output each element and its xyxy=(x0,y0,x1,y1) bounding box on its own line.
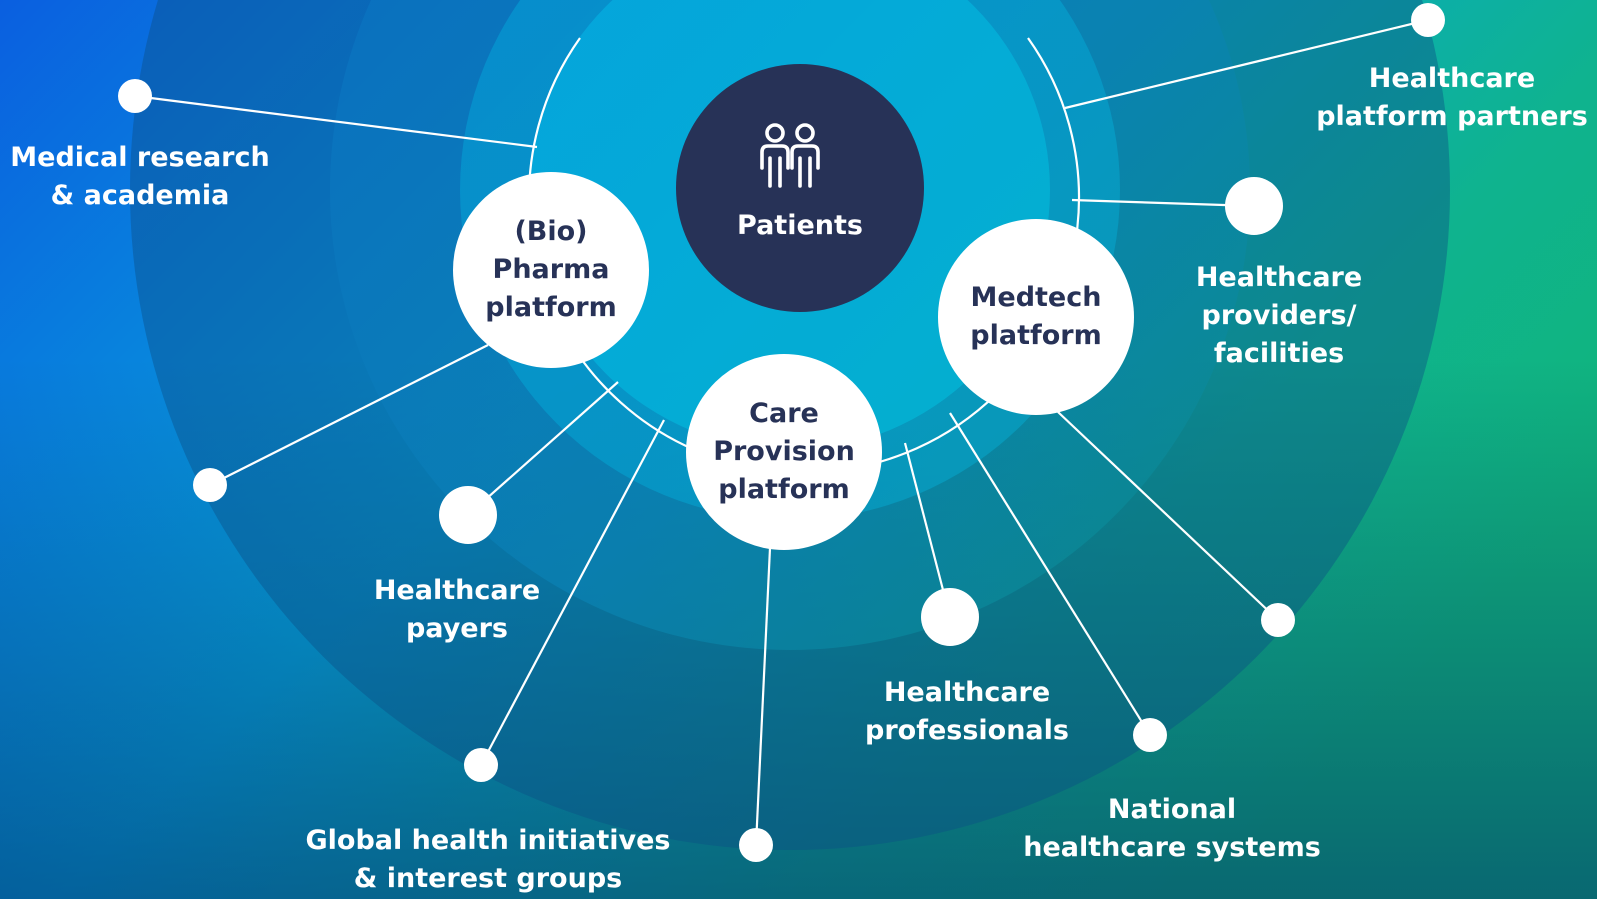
providers-line-1: Healthcare xyxy=(1195,262,1363,293)
dot-providers xyxy=(1225,177,1283,235)
providers-line-3: facilities xyxy=(1213,338,1345,369)
patients-label: Patients xyxy=(737,210,863,241)
global-health-line-1: Global health initiatives xyxy=(305,825,671,856)
medtech-platform-label: Medtech platform xyxy=(970,279,1101,355)
line-care-extra xyxy=(754,547,772,846)
national-systems-line-2: healthcare systems xyxy=(1023,832,1321,863)
medical-research-line-1: Medical research xyxy=(10,142,270,173)
medtech-line-2: platform xyxy=(970,320,1102,351)
pharma-platform-circle xyxy=(453,172,649,368)
care-line-3: platform xyxy=(718,474,850,505)
medical-research-line-2: & academia xyxy=(50,180,230,211)
line-national-systems xyxy=(949,412,1151,736)
pharma-line-2: Pharma xyxy=(492,254,610,285)
dot-healthcare-payers xyxy=(439,486,497,544)
national-systems-line-1: National xyxy=(1107,794,1237,825)
dot-care-extra xyxy=(739,828,773,862)
care-line-1: Care xyxy=(749,398,819,429)
medical-research-label: Medical research & academia xyxy=(10,139,269,215)
line-healthcare-professionals xyxy=(903,442,952,618)
platform-partners-line-2: platform partners xyxy=(1316,101,1588,132)
care-line-2: Provision xyxy=(713,436,855,467)
line-pharma-extra xyxy=(209,344,489,486)
pharma-line-3: platform xyxy=(485,292,617,323)
pharma-line-1: (Bio) xyxy=(514,216,588,247)
pharma-platform-label: (Bio) Pharma platform xyxy=(485,213,616,327)
dot-medical-research xyxy=(118,79,152,113)
healthcare-professionals-line-1: Healthcare xyxy=(883,677,1051,708)
line-global-health xyxy=(480,419,665,766)
line-medical-research xyxy=(134,94,538,149)
two-people-icon xyxy=(760,123,820,188)
dot-pharma-extra xyxy=(193,468,227,502)
dot-medtech-extra xyxy=(1261,603,1295,637)
medtech-platform-circle xyxy=(938,219,1134,415)
global-health-line-2: & interest groups xyxy=(353,863,623,894)
line-healthcare-payers xyxy=(467,381,619,516)
dot-platform-partners xyxy=(1411,3,1445,37)
endpoint-dots xyxy=(118,3,1445,862)
dot-healthcare-professionals xyxy=(921,588,979,646)
global-health-label: Global health initiatives & interest gro… xyxy=(306,822,671,898)
platform-partners-label: Healthcare platform partners xyxy=(1316,60,1588,136)
healthcare-payers-line-1: Healthcare xyxy=(373,575,541,606)
healthcare-professionals-line-2: professionals xyxy=(865,715,1069,746)
care-platform-label: Care Provision platform xyxy=(713,395,855,509)
line-platform-partners xyxy=(1064,18,1429,110)
platform-partners-line-1: Healthcare xyxy=(1368,63,1536,94)
patients-circle xyxy=(676,64,924,312)
dot-national-systems xyxy=(1133,718,1167,752)
care-platform-circle xyxy=(686,354,882,550)
national-systems-label: National healthcare systems xyxy=(1023,791,1321,867)
dot-global-health xyxy=(464,748,498,782)
healthcare-professionals-label: Healthcare professionals xyxy=(865,674,1069,750)
healthcare-payers-label: Healthcare payers xyxy=(374,572,540,648)
healthcare-payers-line-2: payers xyxy=(405,613,508,644)
line-medtech-extra xyxy=(1057,411,1279,621)
medtech-line-1: Medtech xyxy=(970,282,1102,313)
providers-line-2: providers/ xyxy=(1201,300,1357,331)
line-providers xyxy=(1071,198,1255,208)
connector-lines xyxy=(134,18,1429,846)
providers-label: Healthcare providers/ facilities xyxy=(1196,259,1362,373)
